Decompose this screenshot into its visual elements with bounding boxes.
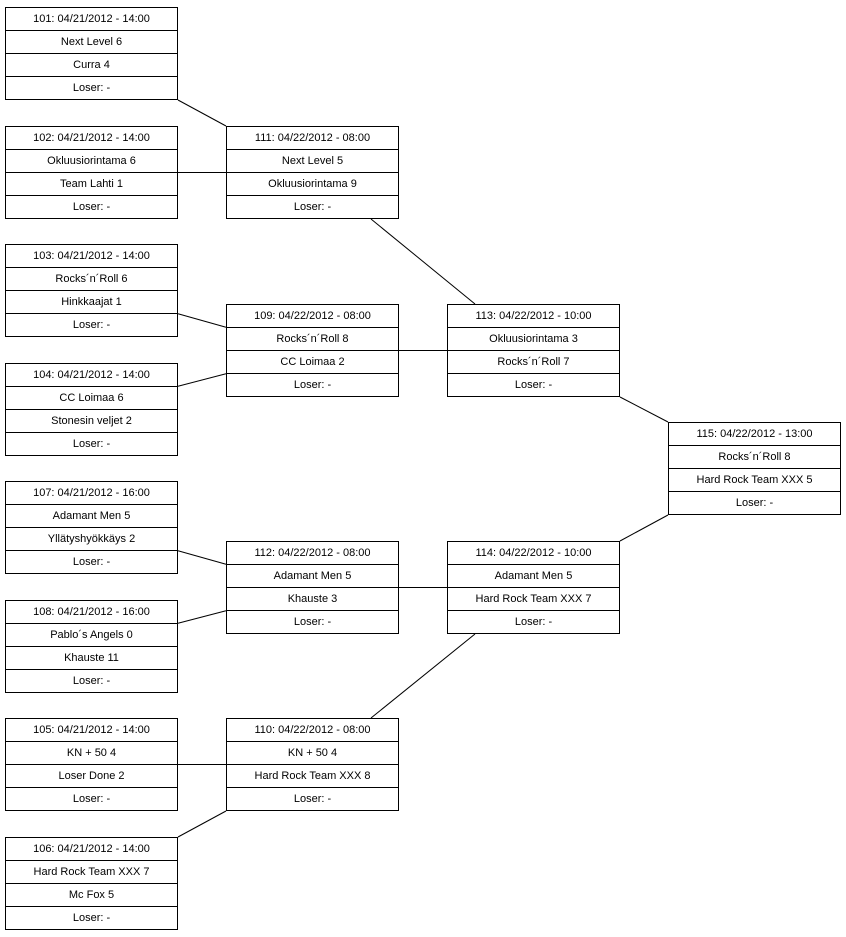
match-box-112[interactable]: 112: 04/22/2012 - 08:00 Adamant Men 5 Kh… [226,541,399,634]
match-box-109[interactable]: 109: 04/22/2012 - 08:00 Rocks´n´Roll 8 C… [226,304,399,397]
match-loser: Loser: - [72,555,111,568]
match-team2: Stonesin veljet 2 [6,410,177,433]
match-loser: Loser: - [293,378,332,391]
match-header: 113: 04/22/2012 - 10:00 [448,305,619,328]
match-box-110[interactable]: 110: 04/22/2012 - 08:00 KN + 50 4 Hard R… [226,718,399,811]
match-header: 111: 04/22/2012 - 08:00 [227,127,398,150]
match-header: 106: 04/21/2012 - 14:00 [6,838,177,861]
match-loser: Loser: - [72,674,111,687]
connector-line-106-110 [177,810,227,838]
match-loser: Loser: - [514,615,553,628]
match-team2: Hard Rock Team XXX 8 [227,765,398,788]
match-team1: Okluusiorintama 3 [448,328,619,351]
match-header: 107: 04/21/2012 - 16:00 [6,482,177,505]
match-header: 110: 04/22/2012 - 08:00 [227,719,398,742]
connector-line-103-109 [177,313,227,328]
match-loser: Loser: - [293,200,332,213]
match-team1: Adamant Men 5 [6,505,177,528]
match-header: 114: 04/22/2012 - 10:00 [448,542,619,565]
match-loser: Loser: - [72,318,111,331]
match-team2: Team Lahti 1 [6,173,177,196]
match-box-108[interactable]: 108: 04/21/2012 - 16:00 Pablo´s Angels 0… [5,600,178,693]
match-header: 105: 04/21/2012 - 14:00 [6,719,177,742]
match-loser: Loser: - [72,200,111,213]
connector-line-108-112 [177,610,227,624]
connector-line-111-113 [370,218,476,305]
match-team1: KN + 50 4 [6,742,177,765]
match-team2: Khauste 3 [227,588,398,611]
connector-line-110-114 [370,633,476,719]
match-box-103[interactable]: 103: 04/21/2012 - 14:00 Rocks´n´Roll 6 H… [5,244,178,337]
connector-line-113-115 [619,396,669,423]
match-loser: Loser: - [735,496,774,509]
match-team1: Adamant Men 5 [227,565,398,588]
connector-line-104-109 [177,373,227,387]
match-team2: CC Loimaa 2 [227,351,398,374]
match-box-114[interactable]: 114: 04/22/2012 - 10:00 Adamant Men 5 Ha… [447,541,620,634]
match-box-106[interactable]: 106: 04/21/2012 - 14:00 Hard Rock Team X… [5,837,178,930]
match-loser: Loser: - [72,81,111,94]
match-team1: Adamant Men 5 [448,565,619,588]
match-box-107[interactable]: 107: 04/21/2012 - 16:00 Adamant Men 5 Yl… [5,481,178,574]
match-team2: Hard Rock Team XXX 7 [448,588,619,611]
match-box-102[interactable]: 102: 04/21/2012 - 14:00 Okluusiorintama … [5,126,178,219]
match-team2: Khauste 11 [6,647,177,670]
match-box-104[interactable]: 104: 04/21/2012 - 14:00 CC Loimaa 6 Ston… [5,363,178,456]
match-header: 102: 04/21/2012 - 14:00 [6,127,177,150]
match-header: 104: 04/21/2012 - 14:00 [6,364,177,387]
match-team1: Rocks´n´Roll 6 [6,268,177,291]
match-team1: KN + 50 4 [227,742,398,765]
connector-line-114-115 [619,514,669,542]
match-team2: Curra 4 [6,54,177,77]
match-team1: Next Level 5 [227,150,398,173]
match-loser: Loser: - [72,437,111,450]
match-loser: Loser: - [293,792,332,805]
match-team2: Okluusiorintama 9 [227,173,398,196]
match-team1: CC Loimaa 6 [6,387,177,410]
match-team2: Hard Rock Team XXX 5 [669,469,840,492]
match-loser: Loser: - [72,792,111,805]
match-team1: Okluusiorintama 6 [6,150,177,173]
match-header: 108: 04/21/2012 - 16:00 [6,601,177,624]
match-header: 112: 04/22/2012 - 08:00 [227,542,398,565]
match-team1: Pablo´s Angels 0 [6,624,177,647]
match-box-105[interactable]: 105: 04/21/2012 - 14:00 KN + 50 4 Loser … [5,718,178,811]
match-header: 109: 04/22/2012 - 08:00 [227,305,398,328]
match-team1: Next Level 6 [6,31,177,54]
match-box-113[interactable]: 113: 04/22/2012 - 10:00 Okluusiorintama … [447,304,620,397]
match-team2: Rocks´n´Roll 7 [448,351,619,374]
match-loser: Loser: - [514,378,553,391]
match-team2: Hinkkaajat 1 [6,291,177,314]
match-team1: Rocks´n´Roll 8 [227,328,398,351]
match-team2: Yllätyshyökkäys 2 [6,528,177,551]
match-header: 101: 04/21/2012 - 14:00 [6,8,177,31]
match-header: 103: 04/21/2012 - 14:00 [6,245,177,268]
match-team2: Loser Done 2 [6,765,177,788]
match-loser: Loser: - [293,615,332,628]
match-team2: Mc Fox 5 [6,884,177,907]
match-loser: Loser: - [72,911,111,924]
match-box-115[interactable]: 115: 04/22/2012 - 13:00 Rocks´n´Roll 8 H… [668,422,841,515]
match-box-101[interactable]: 101: 04/21/2012 - 14:00 Next Level 6 Cur… [5,7,178,100]
match-header: 115: 04/22/2012 - 13:00 [669,423,840,446]
connector-line-107-112 [177,550,227,565]
match-box-111[interactable]: 111: 04/22/2012 - 08:00 Next Level 5 Okl… [226,126,399,219]
connector-line-101-111 [177,99,227,127]
match-team1: Hard Rock Team XXX 7 [6,861,177,884]
match-team1: Rocks´n´Roll 8 [669,446,840,469]
